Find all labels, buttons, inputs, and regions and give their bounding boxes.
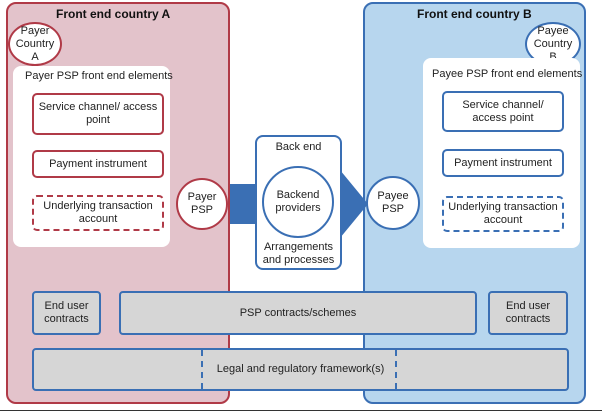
end-user-contracts-left-box: End user contracts (32, 291, 101, 335)
legal-framework-label: Legal and regulatory framework(s) (216, 363, 385, 375)
payer-psp-label: Payer PSP (187, 191, 217, 216)
payee-transaction-account-label: Underlying transaction account (448, 201, 558, 226)
payee-transaction-account-box: Underlying transaction account (442, 196, 564, 232)
end-user-contracts-right-label: End user contracts (505, 300, 551, 325)
payee-psp-label: Payee PSP (377, 190, 409, 215)
backend-providers-label: Backend providers (275, 189, 321, 214)
payer-country-circle: Payer Country A (8, 22, 62, 66)
payee-panel-title: Payee PSP front end elements (432, 68, 583, 80)
psp-contracts-label: PSP contracts/schemes (239, 306, 357, 319)
payer-service-channel-box: Service channel/ access point (32, 93, 164, 135)
payee-country-label: Payee Country B (533, 24, 573, 63)
country-b-title: Front end country B (417, 7, 532, 21)
backend-providers-circle: Backend providers (262, 166, 334, 238)
payee-service-channel-label: Service channel/ access point (462, 98, 544, 124)
legal-framework-divider-left (201, 350, 203, 389)
payee-psp-circle: Payee PSP (366, 176, 420, 230)
legal-framework-divider-right (395, 350, 397, 389)
end-user-contracts-right-box: End user contracts (488, 291, 568, 335)
payer-transaction-account-box: Underlying transaction account (32, 195, 164, 231)
payee-payment-instrument-box: Payment instrument (442, 149, 564, 177)
psp-contracts-box: PSP contracts/schemes (119, 291, 477, 335)
payee-payment-instrument-label: Payment instrument (454, 156, 552, 169)
backend-title: Back end (275, 141, 322, 153)
payer-transaction-account-label: Underlying transaction account (43, 200, 153, 225)
country-a-title: Front end country A (56, 7, 171, 21)
legal-framework-box: Legal and regulatory framework(s) (32, 348, 569, 391)
end-user-contracts-left-label: End user contracts (44, 300, 89, 325)
payer-psp-circle: Payer PSP (176, 178, 228, 230)
payer-country-label: Payer Country A (15, 24, 55, 63)
payer-payment-instrument-label: Payment instrument (49, 157, 147, 170)
payer-payment-instrument-box: Payment instrument (32, 150, 164, 178)
figure-bottom-rule (0, 410, 602, 411)
arrangements-label: Arrangements and processes (262, 241, 335, 266)
payee-service-channel-box: Service channel/ access point (442, 91, 564, 132)
payer-service-channel-label: Service channel/ access point (38, 101, 158, 126)
payer-panel-title: Payer PSP front end elements (25, 70, 173, 82)
